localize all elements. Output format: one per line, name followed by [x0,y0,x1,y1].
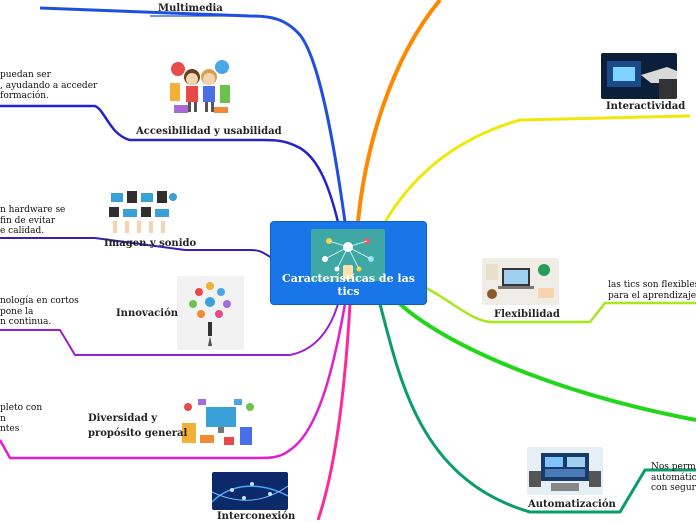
branch-diversidad [0,303,347,460]
node-accesibilidad[interactable]: Accesibilidad y usabilidad [136,126,282,137]
node-imagen-y-sonido[interactable]: Imagen y sonido [104,238,197,249]
flexibilidad-text: las tics son flexibles e para el aprendi… [608,280,696,301]
node-interactividad[interactable]: Interactividad [606,101,686,112]
node-innovacion[interactable]: Innovación [116,308,179,319]
central-topic[interactable]: Características de las tics [271,222,426,304]
automation-screens-image [527,447,603,495]
branch-accesibilidad [0,104,340,223]
branch-automatizacion [378,303,696,514]
node-automatizacion[interactable]: Automatización [528,499,616,510]
central-title: Características de las tics [282,272,415,298]
branch-imagen [0,237,273,259]
node-multimedia[interactable]: Multimedia [158,3,223,14]
branch-orange [356,0,442,223]
automatizacion-text: Nos permit automática con segurid [651,462,696,493]
branch-multimedia [39,6,347,223]
touch-screen-image [601,53,677,99]
media-icons-image [107,189,179,233]
diversidad-text: pleto con n ntes [0,403,43,434]
diversity-devices-image [178,397,260,449]
children-image [166,55,234,117]
innovation-bulb-image [177,276,244,350]
network-image [212,472,288,510]
imagen-text: n hardware se fin de evitar e calidad. [0,205,66,236]
accesibilidad-text: puedan ser , ayudando a acceder formació… [0,70,98,101]
node-diversidad[interactable]: Diversidad y propósito general [88,413,188,439]
desk-laptop-image [482,258,559,305]
innovacion-text: nología en cortos pone la n continua. [0,296,79,327]
network-illustration [311,229,385,281]
branch-innovacion [0,303,339,356]
branch-interactividad [383,114,691,223]
node-flexibilidad[interactable]: Flexibilidad [494,309,560,320]
branch-green [398,302,696,422]
branch-flexibilidad [425,286,696,324]
branch-interconexion [316,303,352,520]
node-interconexion[interactable]: Interconexión [217,511,296,522]
